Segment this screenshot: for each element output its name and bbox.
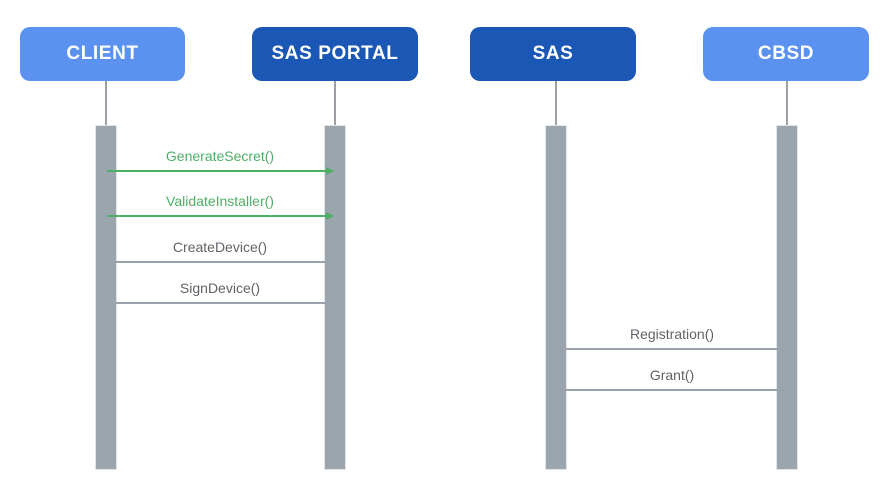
- lifeline-sas-portal: [334, 81, 336, 125]
- participant-box-sas[interactable]: SAS: [470, 27, 636, 81]
- participant-label-sas-portal: SAS PORTAL: [271, 43, 399, 64]
- participant-box-sas-portal[interactable]: SAS PORTAL: [252, 27, 418, 81]
- lifeline-sas: [555, 81, 557, 125]
- participant-box-client[interactable]: CLIENT: [20, 27, 185, 81]
- participant-box-cbsd[interactable]: CBSD: [703, 27, 869, 81]
- lifeline-client: [105, 81, 107, 125]
- arrowhead-left-grant: [557, 385, 565, 394]
- activation-bar-cbsd: [776, 125, 798, 470]
- participant-label-cbsd: CBSD: [757, 43, 815, 64]
- arrowhead-right-create-device: [326, 257, 334, 266]
- message-label-generate-secret: GenerateSecret(): [165, 148, 275, 164]
- message-line-validate-installer: [107, 215, 333, 217]
- arrowhead-right-sign-device: [326, 298, 334, 307]
- message-line-generate-secret: [107, 170, 333, 172]
- message-line-registration: [558, 348, 786, 350]
- message-label-validate-installer: ValidateInstaller(): [166, 193, 274, 209]
- lifeline-cbsd: [786, 81, 788, 125]
- message-line-sign-device: [107, 302, 333, 304]
- message-label-grant: Grant(): [649, 367, 695, 383]
- participant-label-client: CLIENT: [66, 43, 139, 64]
- activation-bar-sas-portal: [324, 125, 346, 470]
- message-line-grant: [558, 389, 786, 391]
- message-line-create-device: [107, 261, 333, 263]
- arrowhead-right-validate-installer: [326, 211, 334, 220]
- arrowhead-left-registration: [557, 344, 565, 353]
- activation-bar-client: [95, 125, 117, 470]
- message-label-sign-device: SignDevice(): [179, 280, 261, 296]
- activation-bar-sas: [545, 125, 567, 470]
- participant-label-sas: SAS: [532, 43, 574, 64]
- message-label-registration: Registration(): [629, 326, 715, 342]
- message-label-create-device: CreateDevice(): [172, 239, 268, 255]
- arrowhead-right-generate-secret: [326, 166, 334, 175]
